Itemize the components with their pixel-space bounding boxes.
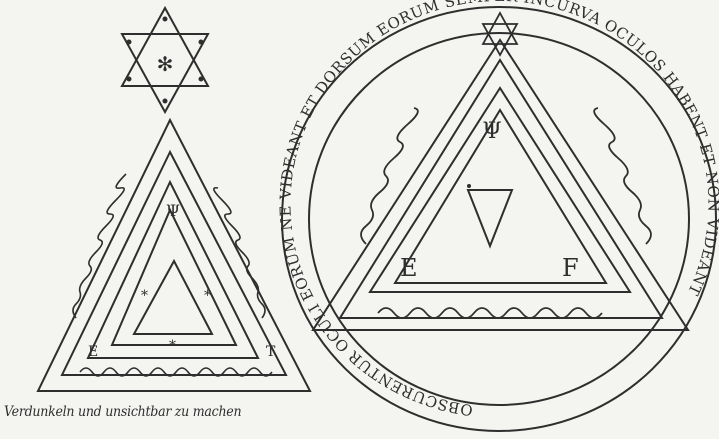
right-center-triangle — [468, 190, 512, 246]
right-sigil-right: F — [562, 254, 579, 282]
right-sigil-left: E — [400, 254, 418, 282]
right-center-dot — [467, 184, 471, 188]
right-sigil-top: Ψ — [482, 119, 501, 144]
